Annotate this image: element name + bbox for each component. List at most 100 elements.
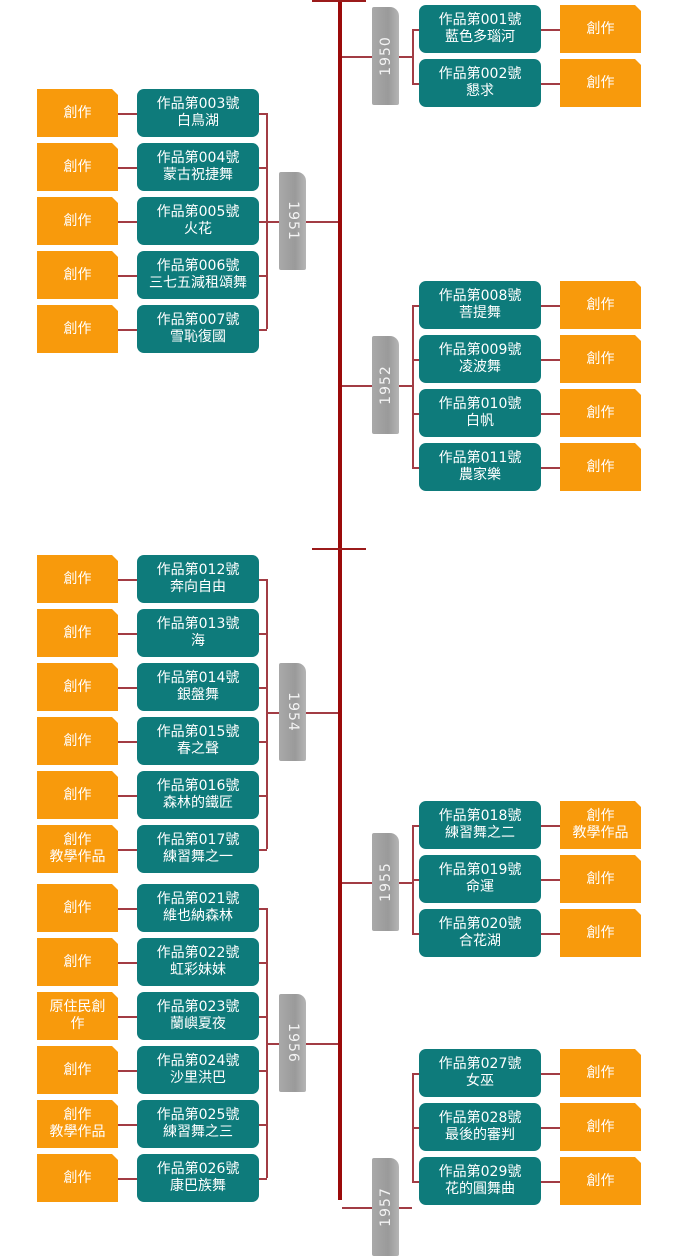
category-connector <box>541 467 560 469</box>
work-connector <box>412 825 419 827</box>
work-node[interactable]: 作品第028號最後的審判 <box>419 1103 541 1151</box>
category-label: 創作 <box>63 832 92 848</box>
category-node[interactable]: 創作 <box>560 5 641 53</box>
year-label-1950: 1950 <box>372 7 399 105</box>
category-node[interactable]: 創作 <box>560 1103 641 1151</box>
category-connector <box>541 1073 560 1075</box>
year-connector <box>342 1207 372 1209</box>
work-title: 練習舞之一 <box>163 849 233 865</box>
work-node[interactable]: 作品第010號白帆 <box>419 389 541 437</box>
work-connector <box>259 1124 267 1126</box>
timeline-spine <box>338 0 342 1200</box>
work-number: 作品第018號 <box>438 808 522 824</box>
work-node[interactable]: 作品第012號奔向自由 <box>137 555 259 603</box>
work-node[interactable]: 作品第014號銀盤舞 <box>137 663 259 711</box>
work-connector <box>259 741 267 743</box>
category-node[interactable]: 創作 <box>37 609 118 657</box>
work-node[interactable]: 作品第016號森林的鐵匠 <box>137 771 259 819</box>
category-node[interactable]: 原住民創作 <box>37 992 118 1040</box>
category-node[interactable]: 創作 <box>560 59 641 107</box>
work-node[interactable]: 作品第003號白鳥湖 <box>137 89 259 137</box>
category-node[interactable]: 創作 <box>37 938 118 986</box>
year-connector <box>306 1043 338 1045</box>
category-node[interactable]: 創作 <box>560 281 641 329</box>
category-connector <box>541 29 560 31</box>
bracket-stem <box>267 712 279 714</box>
category-connector <box>118 1124 137 1126</box>
year-text: 1957 <box>377 1187 394 1227</box>
category-label: 創作 <box>586 924 615 941</box>
bracket-stem <box>267 221 279 223</box>
work-node[interactable]: 作品第011號農家樂 <box>419 443 541 491</box>
category-label: 創作 <box>586 74 615 91</box>
category-node[interactable]: 創作 <box>37 663 118 711</box>
timeline-tick <box>312 0 366 2</box>
work-number: 作品第022號 <box>156 945 240 961</box>
category-node[interactable]: 創作 <box>560 389 641 437</box>
category-node[interactable]: 創作 <box>560 855 641 903</box>
work-node[interactable]: 作品第002號懇求 <box>419 59 541 107</box>
category-connector <box>118 329 137 331</box>
category-node[interactable]: 創作 <box>560 443 641 491</box>
work-node[interactable]: 作品第023號蘭嶼夏夜 <box>137 992 259 1040</box>
category-node[interactable]: 創作 <box>37 717 118 765</box>
work-node[interactable]: 作品第004號蒙古祝捷舞 <box>137 143 259 191</box>
work-node[interactable]: 作品第022號虹彩妹妹 <box>137 938 259 986</box>
category-node[interactable]: 創作 <box>37 1046 118 1094</box>
category-node[interactable]: 創作 <box>37 771 118 819</box>
work-number: 作品第017號 <box>156 832 240 848</box>
work-title: 蒙古祝捷舞 <box>163 167 233 183</box>
work-connector <box>259 687 267 689</box>
category-node[interactable]: 創作 <box>37 555 118 603</box>
work-number: 作品第005號 <box>156 204 240 220</box>
work-title: 森林的鐵匠 <box>163 795 233 811</box>
category-node[interactable]: 創作 <box>37 197 118 245</box>
category-connector <box>541 413 560 415</box>
work-node[interactable]: 作品第017號練習舞之一 <box>137 825 259 873</box>
category-connector <box>541 825 560 827</box>
category-node[interactable]: 創作 <box>560 909 641 957</box>
category-node[interactable]: 創作教學作品 <box>560 801 641 849</box>
work-node[interactable]: 作品第018號練習舞之二 <box>419 801 541 849</box>
work-node[interactable]: 作品第026號康巴族舞 <box>137 1154 259 1202</box>
category-label: 創作 <box>63 953 92 970</box>
work-node[interactable]: 作品第006號三七五減租頌舞 <box>137 251 259 299</box>
work-node[interactable]: 作品第019號命運 <box>419 855 541 903</box>
category-node[interactable]: 創作教學作品 <box>37 825 118 873</box>
category-node[interactable]: 創作 <box>37 143 118 191</box>
work-title: 菩提舞 <box>459 305 501 321</box>
work-node[interactable]: 作品第015號春之聲 <box>137 717 259 765</box>
work-node[interactable]: 作品第013號海 <box>137 609 259 657</box>
year-text: 1956 <box>284 1023 301 1063</box>
category-node[interactable]: 創作 <box>37 305 118 353</box>
category-node[interactable]: 創作 <box>37 251 118 299</box>
work-connector <box>259 849 267 851</box>
category-label: 創作 <box>63 1061 92 1078</box>
work-node[interactable]: 作品第025號練習舞之三 <box>137 1100 259 1148</box>
work-connector <box>412 467 419 469</box>
work-node[interactable]: 作品第007號雪恥復國 <box>137 305 259 353</box>
work-node[interactable]: 作品第027號女巫 <box>419 1049 541 1097</box>
work-connector <box>412 933 419 935</box>
work-node[interactable]: 作品第021號維也納森林 <box>137 884 259 932</box>
category-node[interactable]: 創作 <box>560 1049 641 1097</box>
work-number: 作品第004號 <box>156 150 240 166</box>
category-node[interactable]: 創作 <box>37 1154 118 1202</box>
category-node[interactable]: 創作 <box>560 335 641 383</box>
work-node[interactable]: 作品第020號合花湖 <box>419 909 541 957</box>
work-node[interactable]: 作品第008號菩提舞 <box>419 281 541 329</box>
category-connector <box>118 633 137 635</box>
work-node[interactable]: 作品第005號火花 <box>137 197 259 245</box>
category-node[interactable]: 創作 <box>37 884 118 932</box>
work-number: 作品第010號 <box>438 396 522 412</box>
work-connector <box>259 275 267 277</box>
category-node[interactable]: 創作 <box>37 89 118 137</box>
work-node[interactable]: 作品第001號藍色多瑙河 <box>419 5 541 53</box>
category-label: 創作 <box>586 350 615 367</box>
work-node[interactable]: 作品第029號花的圓舞曲 <box>419 1157 541 1205</box>
work-node[interactable]: 作品第024號沙里洪巴 <box>137 1046 259 1094</box>
work-node[interactable]: 作品第009號凌波舞 <box>419 335 541 383</box>
category-node[interactable]: 創作 <box>560 1157 641 1205</box>
work-title: 白鳥湖 <box>177 113 219 129</box>
category-node[interactable]: 創作教學作品 <box>37 1100 118 1148</box>
